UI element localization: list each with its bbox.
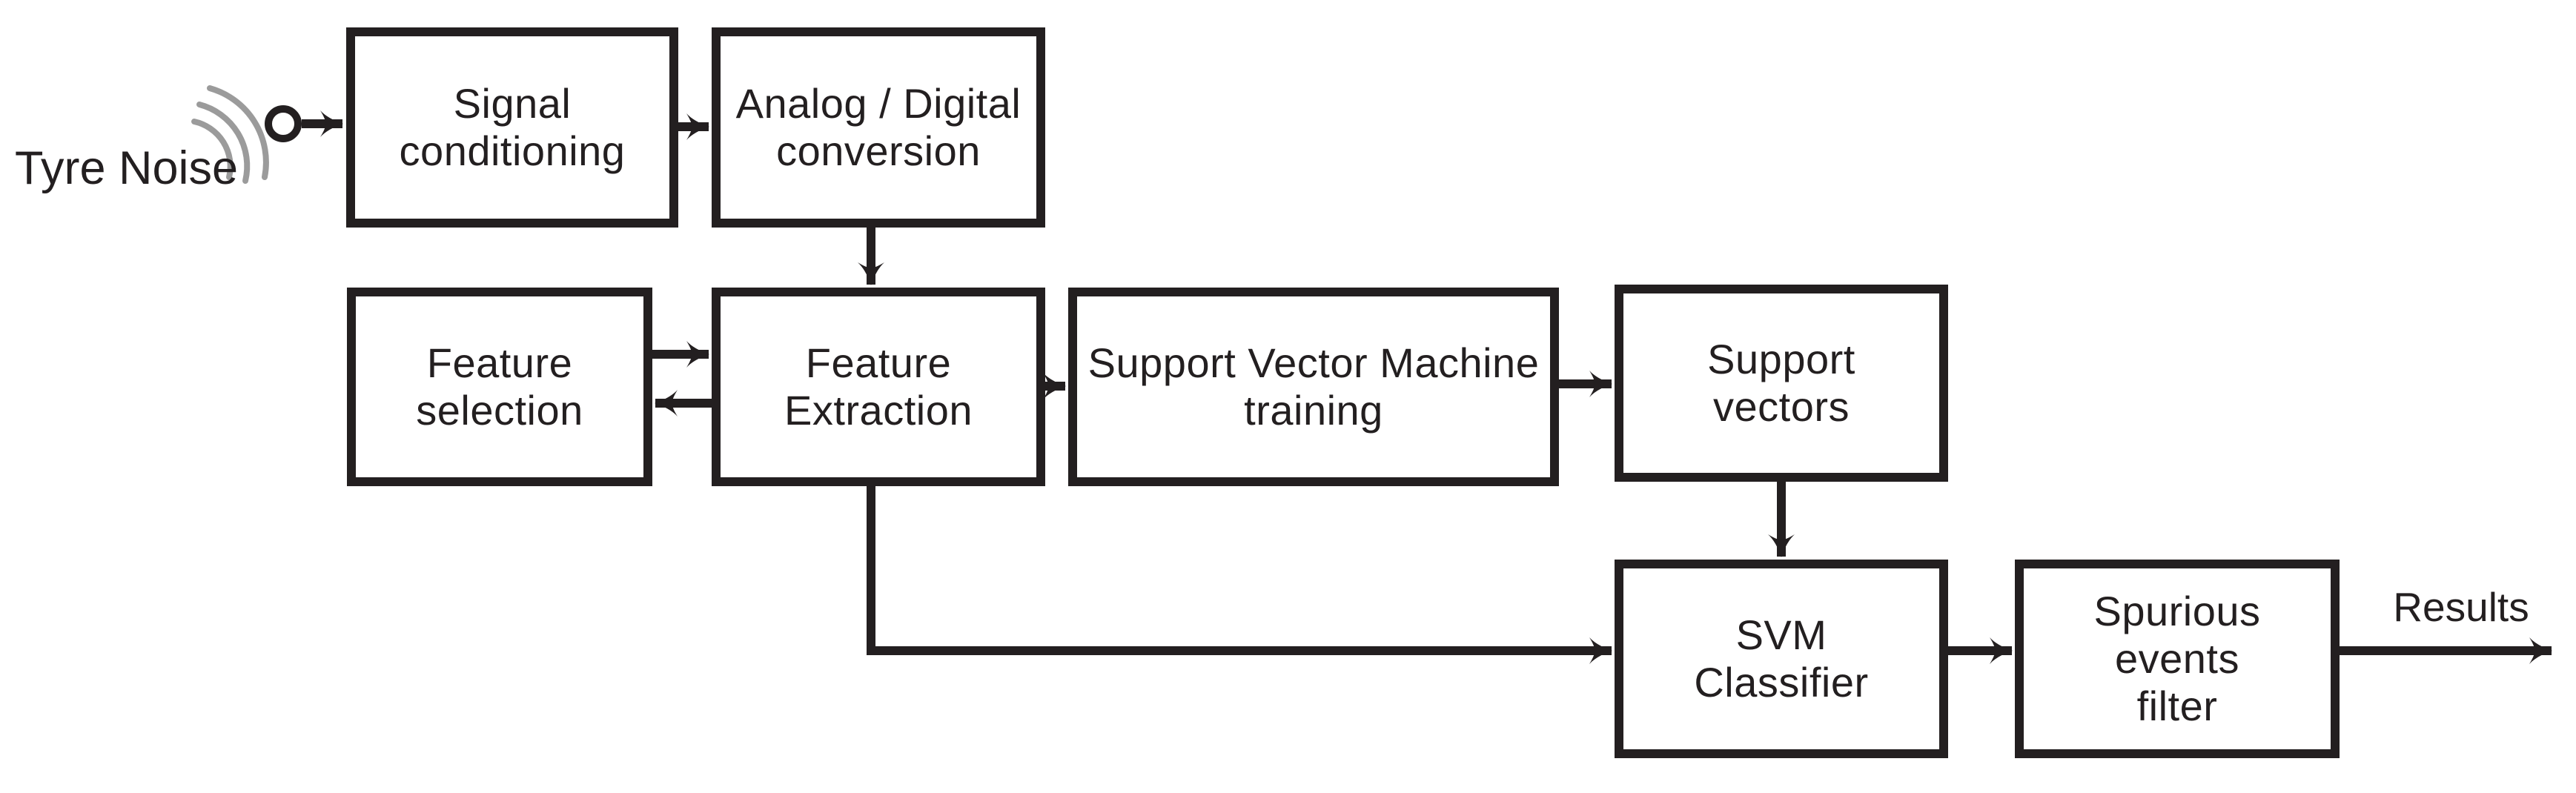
tyre-noise-label: Tyre Noise bbox=[15, 142, 239, 194]
box-label-line: Support bbox=[1707, 336, 1855, 382]
box-label-line: vectors bbox=[1713, 383, 1850, 430]
box-label-line: selection bbox=[416, 387, 583, 434]
box-label-line: training bbox=[1244, 387, 1383, 434]
box-label-line: SVM bbox=[1735, 611, 1827, 658]
results-label: Results bbox=[2393, 584, 2529, 630]
box-spurious-events-filter: Spurious events filter bbox=[2015, 560, 2340, 758]
box-label-line: conversion bbox=[776, 127, 981, 174]
box-support-vectors: Support vectors bbox=[1615, 285, 1948, 482]
box-feature-selection: Feature selection bbox=[347, 288, 652, 486]
box-label-line: Spurious bbox=[2093, 588, 2261, 634]
box-label-line: Feature bbox=[805, 339, 952, 386]
box-label-line: Signal bbox=[453, 80, 572, 127]
arrow-feature-extraction-to-svm-classifier bbox=[867, 486, 1612, 664]
sound-waves-icon bbox=[191, 85, 269, 184]
box-label-line: Analog / Digital bbox=[735, 80, 1022, 127]
box-label-line: filter bbox=[2136, 683, 2218, 729]
box-label-line: Support Vector Machine bbox=[1087, 339, 1540, 386]
box-label-line: Classifier bbox=[1694, 659, 1869, 706]
box-label-line: Feature bbox=[426, 339, 573, 386]
box-support-vector-machine-training: Support Vector Machine training bbox=[1068, 288, 1559, 486]
box-signal-conditioning: Signal conditioning bbox=[346, 27, 678, 228]
box-label-line: events bbox=[2115, 635, 2239, 682]
box-feature-extraction: Feature Extraction bbox=[712, 288, 1045, 486]
box-label-line: conditioning bbox=[399, 127, 626, 174]
box-svm-classifier: SVM Classifier bbox=[1615, 560, 1948, 758]
box-label-line: Extraction bbox=[784, 387, 973, 434]
box-analog-digital-conversion: Analog / Digital conversion bbox=[712, 27, 1045, 228]
microphone-icon bbox=[265, 105, 302, 142]
